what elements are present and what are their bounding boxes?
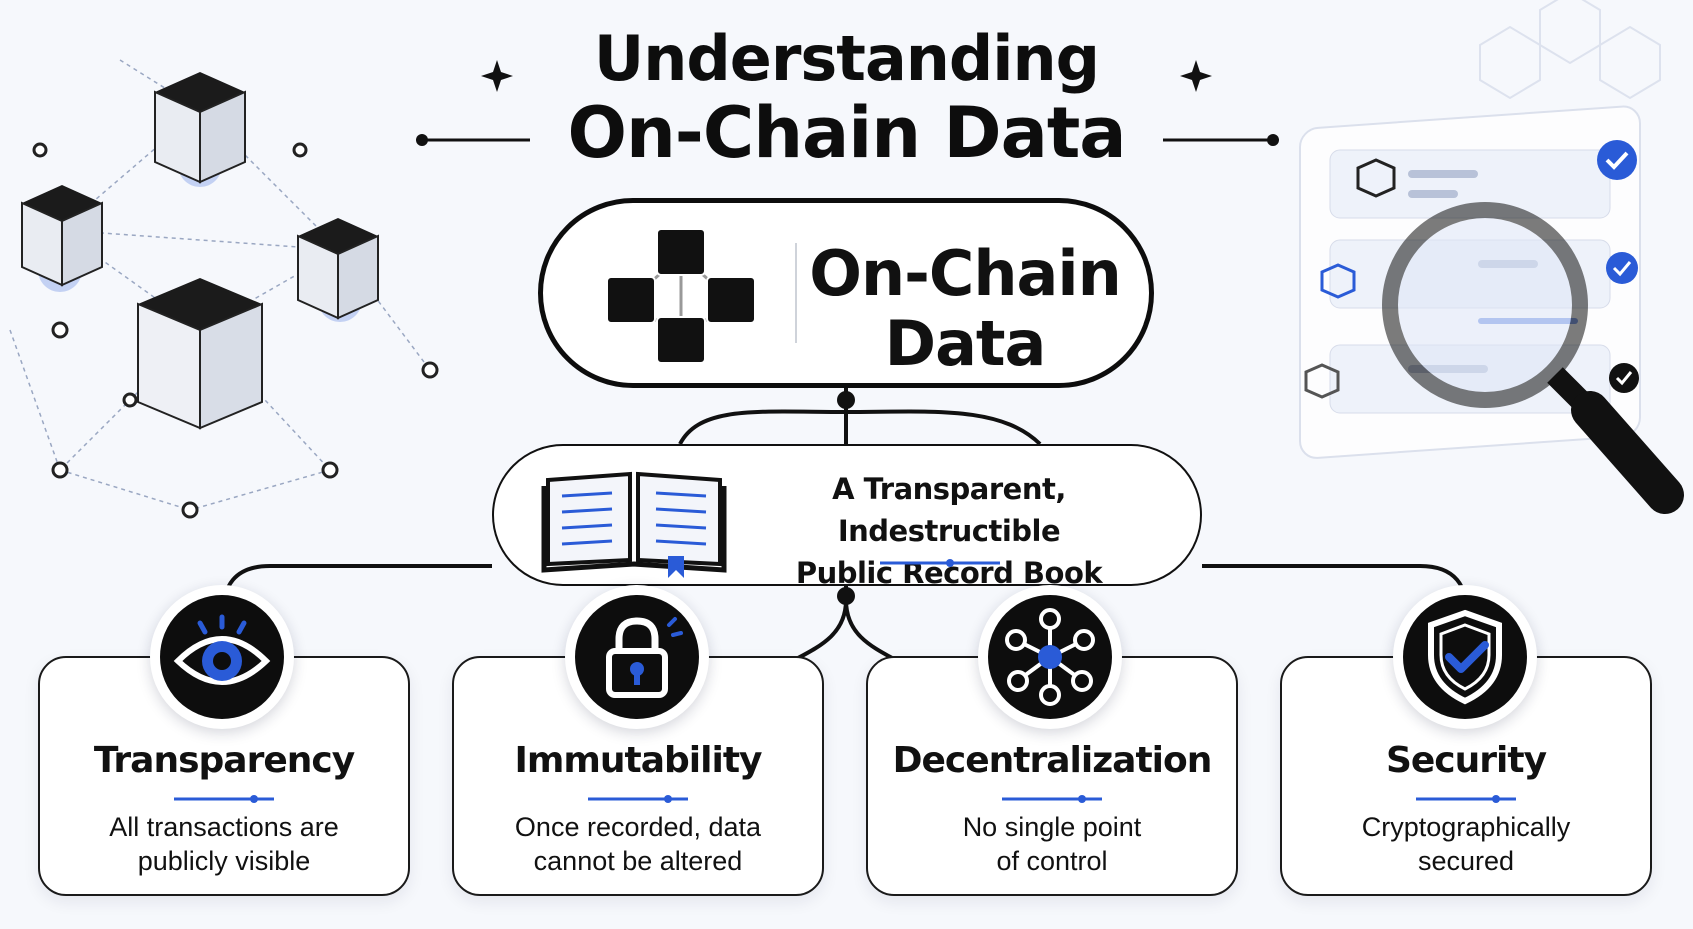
property-description-line2: cannot be altered: [533, 846, 743, 876]
property-title: Immutability: [514, 740, 762, 781]
property-description-line2: publicly visible: [137, 846, 311, 876]
shield-check-icon: [1428, 609, 1502, 705]
property-description: Cryptographically secured: [1302, 810, 1630, 878]
eye-icon: [173, 614, 271, 685]
property-description: Once recorded, data cannot be altered: [474, 810, 802, 878]
network-node-icon: [1005, 608, 1095, 706]
property-description: All transactions are publicly visible: [60, 810, 388, 878]
property-description-line1: No single point: [962, 812, 1142, 842]
decentralization-icon-badge: [978, 585, 1122, 729]
page-title-line2: On-Chain Data: [567, 92, 1126, 174]
hub-label-line1: On-Chain: [809, 237, 1121, 310]
property-description-line1: Cryptographically: [1361, 812, 1571, 842]
blockchain-cubes-icon: [606, 228, 756, 364]
property-title: Transparency: [93, 740, 355, 781]
property-description-line1: Once recorded, data: [514, 812, 762, 842]
hub-label-line2: Data: [884, 307, 1047, 380]
open-book-icon: [541, 471, 727, 578]
page-title-line1: Understanding: [593, 22, 1100, 95]
definition-pill: A Transparent, Indestructible Public Rec…: [492, 444, 1202, 590]
property-underline: [1416, 795, 1516, 803]
property-description-line2: secured: [1417, 846, 1515, 876]
property-description: No single point of control: [888, 810, 1216, 878]
immutability-icon-badge: [565, 585, 709, 729]
security-icon-badge: [1393, 585, 1537, 729]
property-card-immutability: Immutability Once recorded, data cannot …: [452, 656, 824, 896]
property-description-line2: of control: [996, 846, 1108, 876]
transparency-icon-badge: [150, 585, 294, 729]
property-underline: [1002, 795, 1102, 803]
property-underline: [588, 795, 688, 803]
definition-underline: [880, 559, 1000, 567]
padlock-icon: [606, 617, 683, 698]
hub-label: On-Chain Data: [805, 239, 1125, 379]
property-underline: [174, 795, 274, 803]
definition-line1: A Transparent, Indestructible: [832, 472, 1066, 548]
property-title: Security: [1385, 740, 1547, 781]
property-title: Decentralization: [892, 740, 1213, 781]
property-description-line1: All transactions are: [109, 812, 339, 842]
definition-text: A Transparent, Indestructible Public Rec…: [734, 468, 1164, 594]
hub-node: On-Chain Data: [538, 198, 1154, 388]
hub-divider: [795, 243, 797, 343]
